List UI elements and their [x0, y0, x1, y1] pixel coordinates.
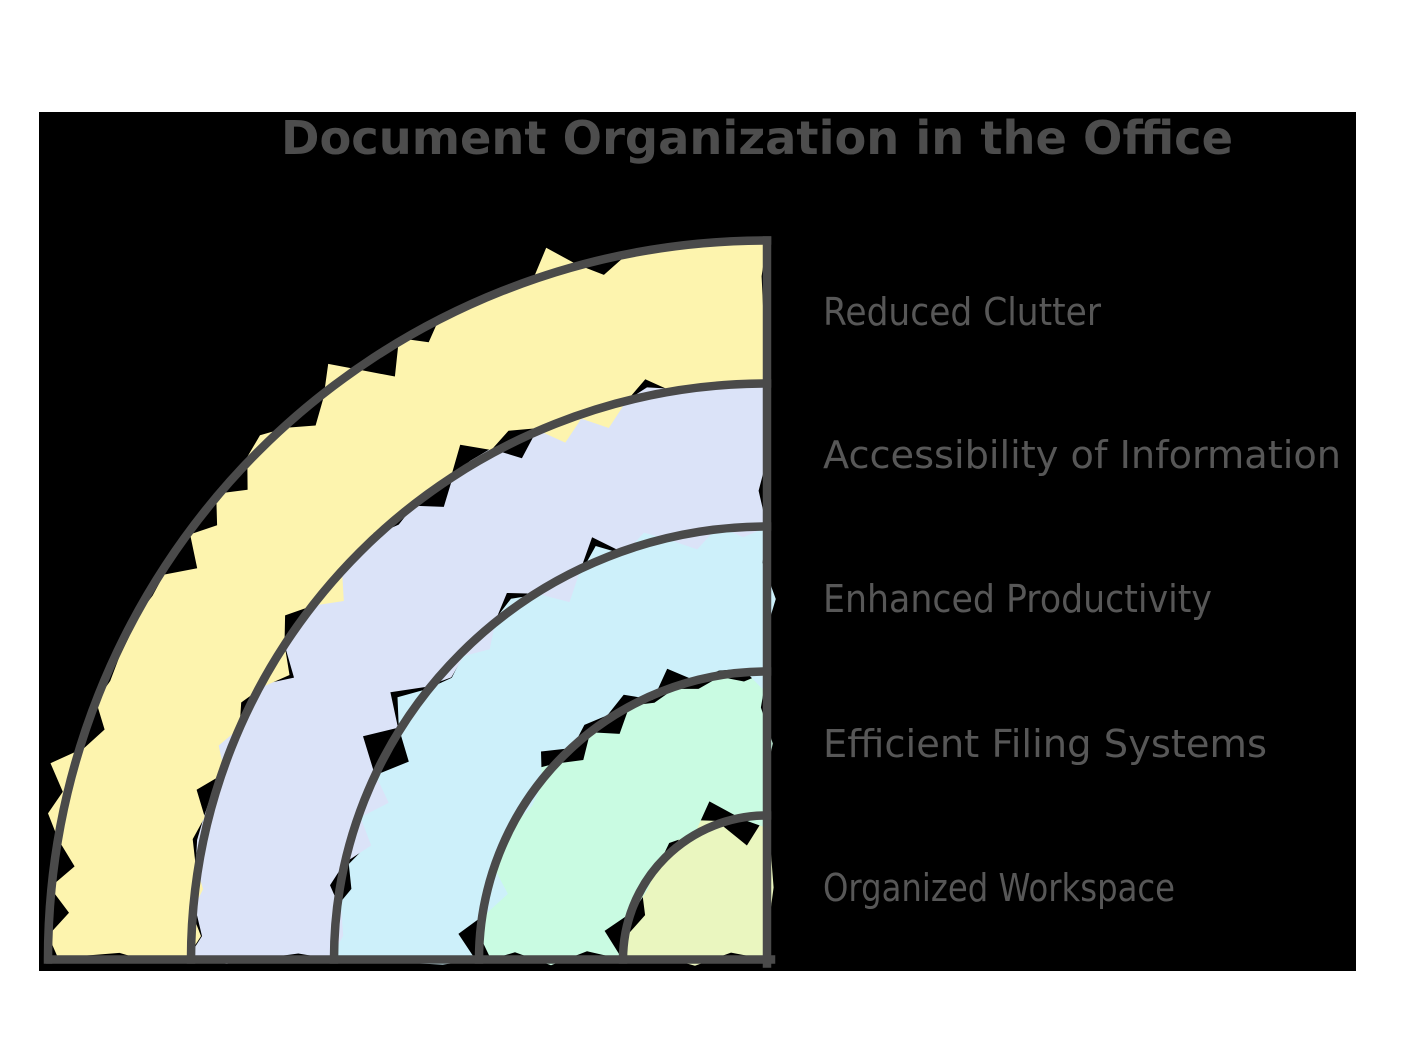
layer-band-2: [314, 503, 776, 965]
diagram-title: Document Organization in the Office: [281, 111, 1233, 165]
layer-label-accessibility-of-information: Accessibility of Information: [823, 433, 1341, 477]
diagram-layer-fills: [48, 238, 776, 966]
layer-arc-outline-3: [186, 379, 772, 964]
layer-band-4: [48, 238, 770, 964]
layer-band-0: [617, 813, 774, 966]
layer-arc-outline-2: [329, 522, 772, 964]
layer-label-reduced-clutter: Reduced Clutter: [823, 290, 1101, 334]
layer-arc-outline-0: [618, 811, 772, 964]
layer-band-1: [476, 671, 773, 966]
layer-label-enhanced-productivity: Enhanced Productivity: [823, 577, 1212, 621]
layer-labels: Reduced Clutter Accessibility of Informa…: [823, 290, 1341, 910]
diagram-outlines: [43, 236, 776, 968]
layer-band-3: [177, 361, 769, 964]
layer-arc-outline-1: [474, 667, 772, 964]
layer-label-organized-workspace: Organized Workspace: [823, 866, 1175, 910]
layer-label-efficient-filing-systems: Efficient Filing Systems: [823, 722, 1267, 766]
layer-arc-outline-4: [43, 236, 772, 964]
